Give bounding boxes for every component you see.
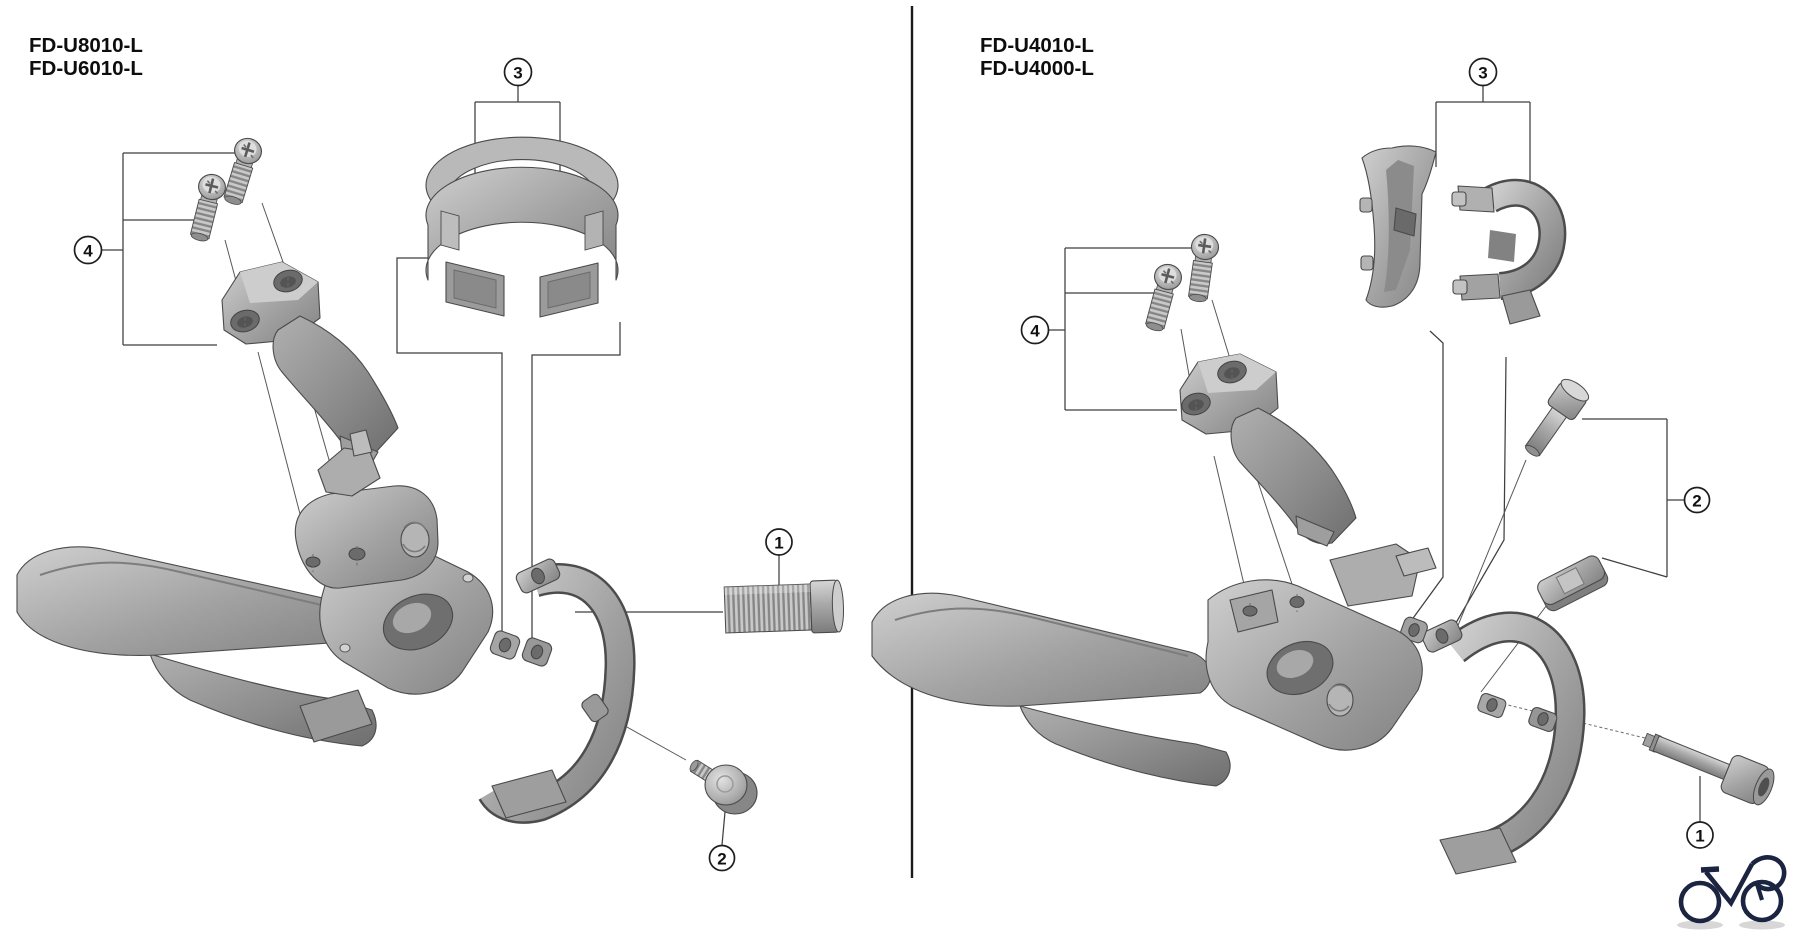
logo-fork	[1754, 883, 1765, 901]
band-end-face-right	[584, 210, 604, 251]
band-top-ear	[1421, 619, 1463, 653]
right-mount-bolt-lower	[1139, 260, 1186, 335]
left-panel-title-line2: FD-U6010-L	[29, 57, 143, 80]
right-callout-4-circle	[1020, 315, 1050, 345]
right-callout-2-label: 2	[1692, 492, 1701, 511]
band-foot-plate	[1439, 827, 1517, 875]
shim-tab-3	[1451, 191, 1467, 207]
cage-blade-inner	[1019, 705, 1231, 787]
right-clamp-bolt	[1642, 732, 1775, 806]
band-top-ear	[515, 558, 561, 594]
upper-catch-tab	[349, 429, 373, 457]
upper-catch	[317, 447, 381, 497]
right-shim-left-half	[1359, 145, 1437, 308]
left-panel-title-line1: FD-U8010-L	[29, 34, 143, 57]
body-clamp-band	[1446, 613, 1584, 863]
shim-tab-4	[1452, 279, 1468, 295]
band-upper-lug-2	[521, 637, 553, 667]
right-callouts: 3 4 2 1	[1020, 57, 1714, 849]
left-callout-2-label: 2	[717, 850, 726, 869]
right-panel-title-line2: FD-U4000-L	[980, 57, 1094, 80]
right-clamp-screw	[1524, 378, 1590, 457]
left-mount-bolt-upper	[217, 133, 266, 209]
band-bolt-lug-rear	[1528, 706, 1558, 732]
left-callout-4-circle	[73, 235, 103, 265]
band-bolt-lug-front	[1477, 692, 1507, 718]
left-callout-1-circle	[765, 528, 793, 556]
adapter-foot	[1295, 515, 1335, 547]
upper-plate-tab	[1395, 547, 1437, 577]
bicycle-logo	[1677, 855, 1787, 930]
right-derailleur-body	[871, 543, 1586, 875]
logo-seat	[1700, 866, 1720, 873]
logo-shadow-left	[1677, 920, 1723, 930]
left-callouts: 4 3 1 2	[73, 57, 793, 872]
cable-anchor-plate	[299, 689, 373, 743]
band-end-face-left	[440, 210, 460, 251]
left-callout-4-label: 4	[83, 242, 93, 261]
left-callout-2-circle	[708, 844, 736, 872]
right-callout-3-label: 3	[1478, 64, 1487, 83]
right-panel: FD-U4010-L FD-U4000-L	[871, 34, 1775, 875]
right-nut-plate	[1537, 555, 1609, 612]
logo-shadow-right	[1739, 920, 1785, 930]
left-callout-3-label: 3	[513, 64, 522, 83]
left-clamp-band-shim	[425, 136, 619, 318]
left-mount-bolt-lower	[184, 170, 230, 245]
right-callout-1-circle	[1686, 821, 1714, 849]
right-panel-title-line1: FD-U4010-L	[980, 34, 1094, 57]
right-callout-4-label: 4	[1030, 322, 1040, 341]
shim-tab-1	[1359, 197, 1373, 213]
logo-wheel-left	[1678, 880, 1722, 924]
left-panel: FD-U8010-L FD-U6010-L	[16, 34, 845, 872]
band-upper-lug-1	[489, 630, 521, 660]
right-bracket-adapter	[1179, 353, 1357, 547]
band-cable-lug	[581, 693, 609, 723]
left-callout-3-circle	[503, 57, 533, 87]
left-cable-fixing-screw	[689, 759, 758, 815]
top-mount-piece	[294, 485, 439, 589]
band-upper-lug	[1400, 616, 1428, 644]
left-derailleur-body	[16, 429, 636, 824]
body-clamp-band	[480, 565, 634, 822]
shim-foot	[1501, 289, 1541, 325]
right-shim-right-half	[1451, 178, 1567, 325]
logo-wheel-right	[1740, 879, 1784, 923]
left-bracket-adapter	[221, 261, 399, 471]
right-leader-lines	[1048, 85, 1701, 822]
logo-frame	[1704, 862, 1755, 908]
right-mount-bolt-upper	[1182, 231, 1222, 305]
left-clamp-bolt	[723, 579, 845, 634]
shim-window	[1393, 207, 1417, 237]
right-callout-3-circle	[1468, 57, 1498, 87]
left-callout-1-label: 1	[774, 534, 783, 553]
logo-handlebar-loop	[1750, 855, 1787, 892]
band-foot-plate	[491, 769, 567, 819]
right-callout-2-circle	[1683, 486, 1711, 514]
shim-tab-2	[1360, 255, 1374, 271]
right-callout-1-label: 1	[1695, 827, 1704, 846]
shim-inner-face	[1488, 230, 1516, 262]
